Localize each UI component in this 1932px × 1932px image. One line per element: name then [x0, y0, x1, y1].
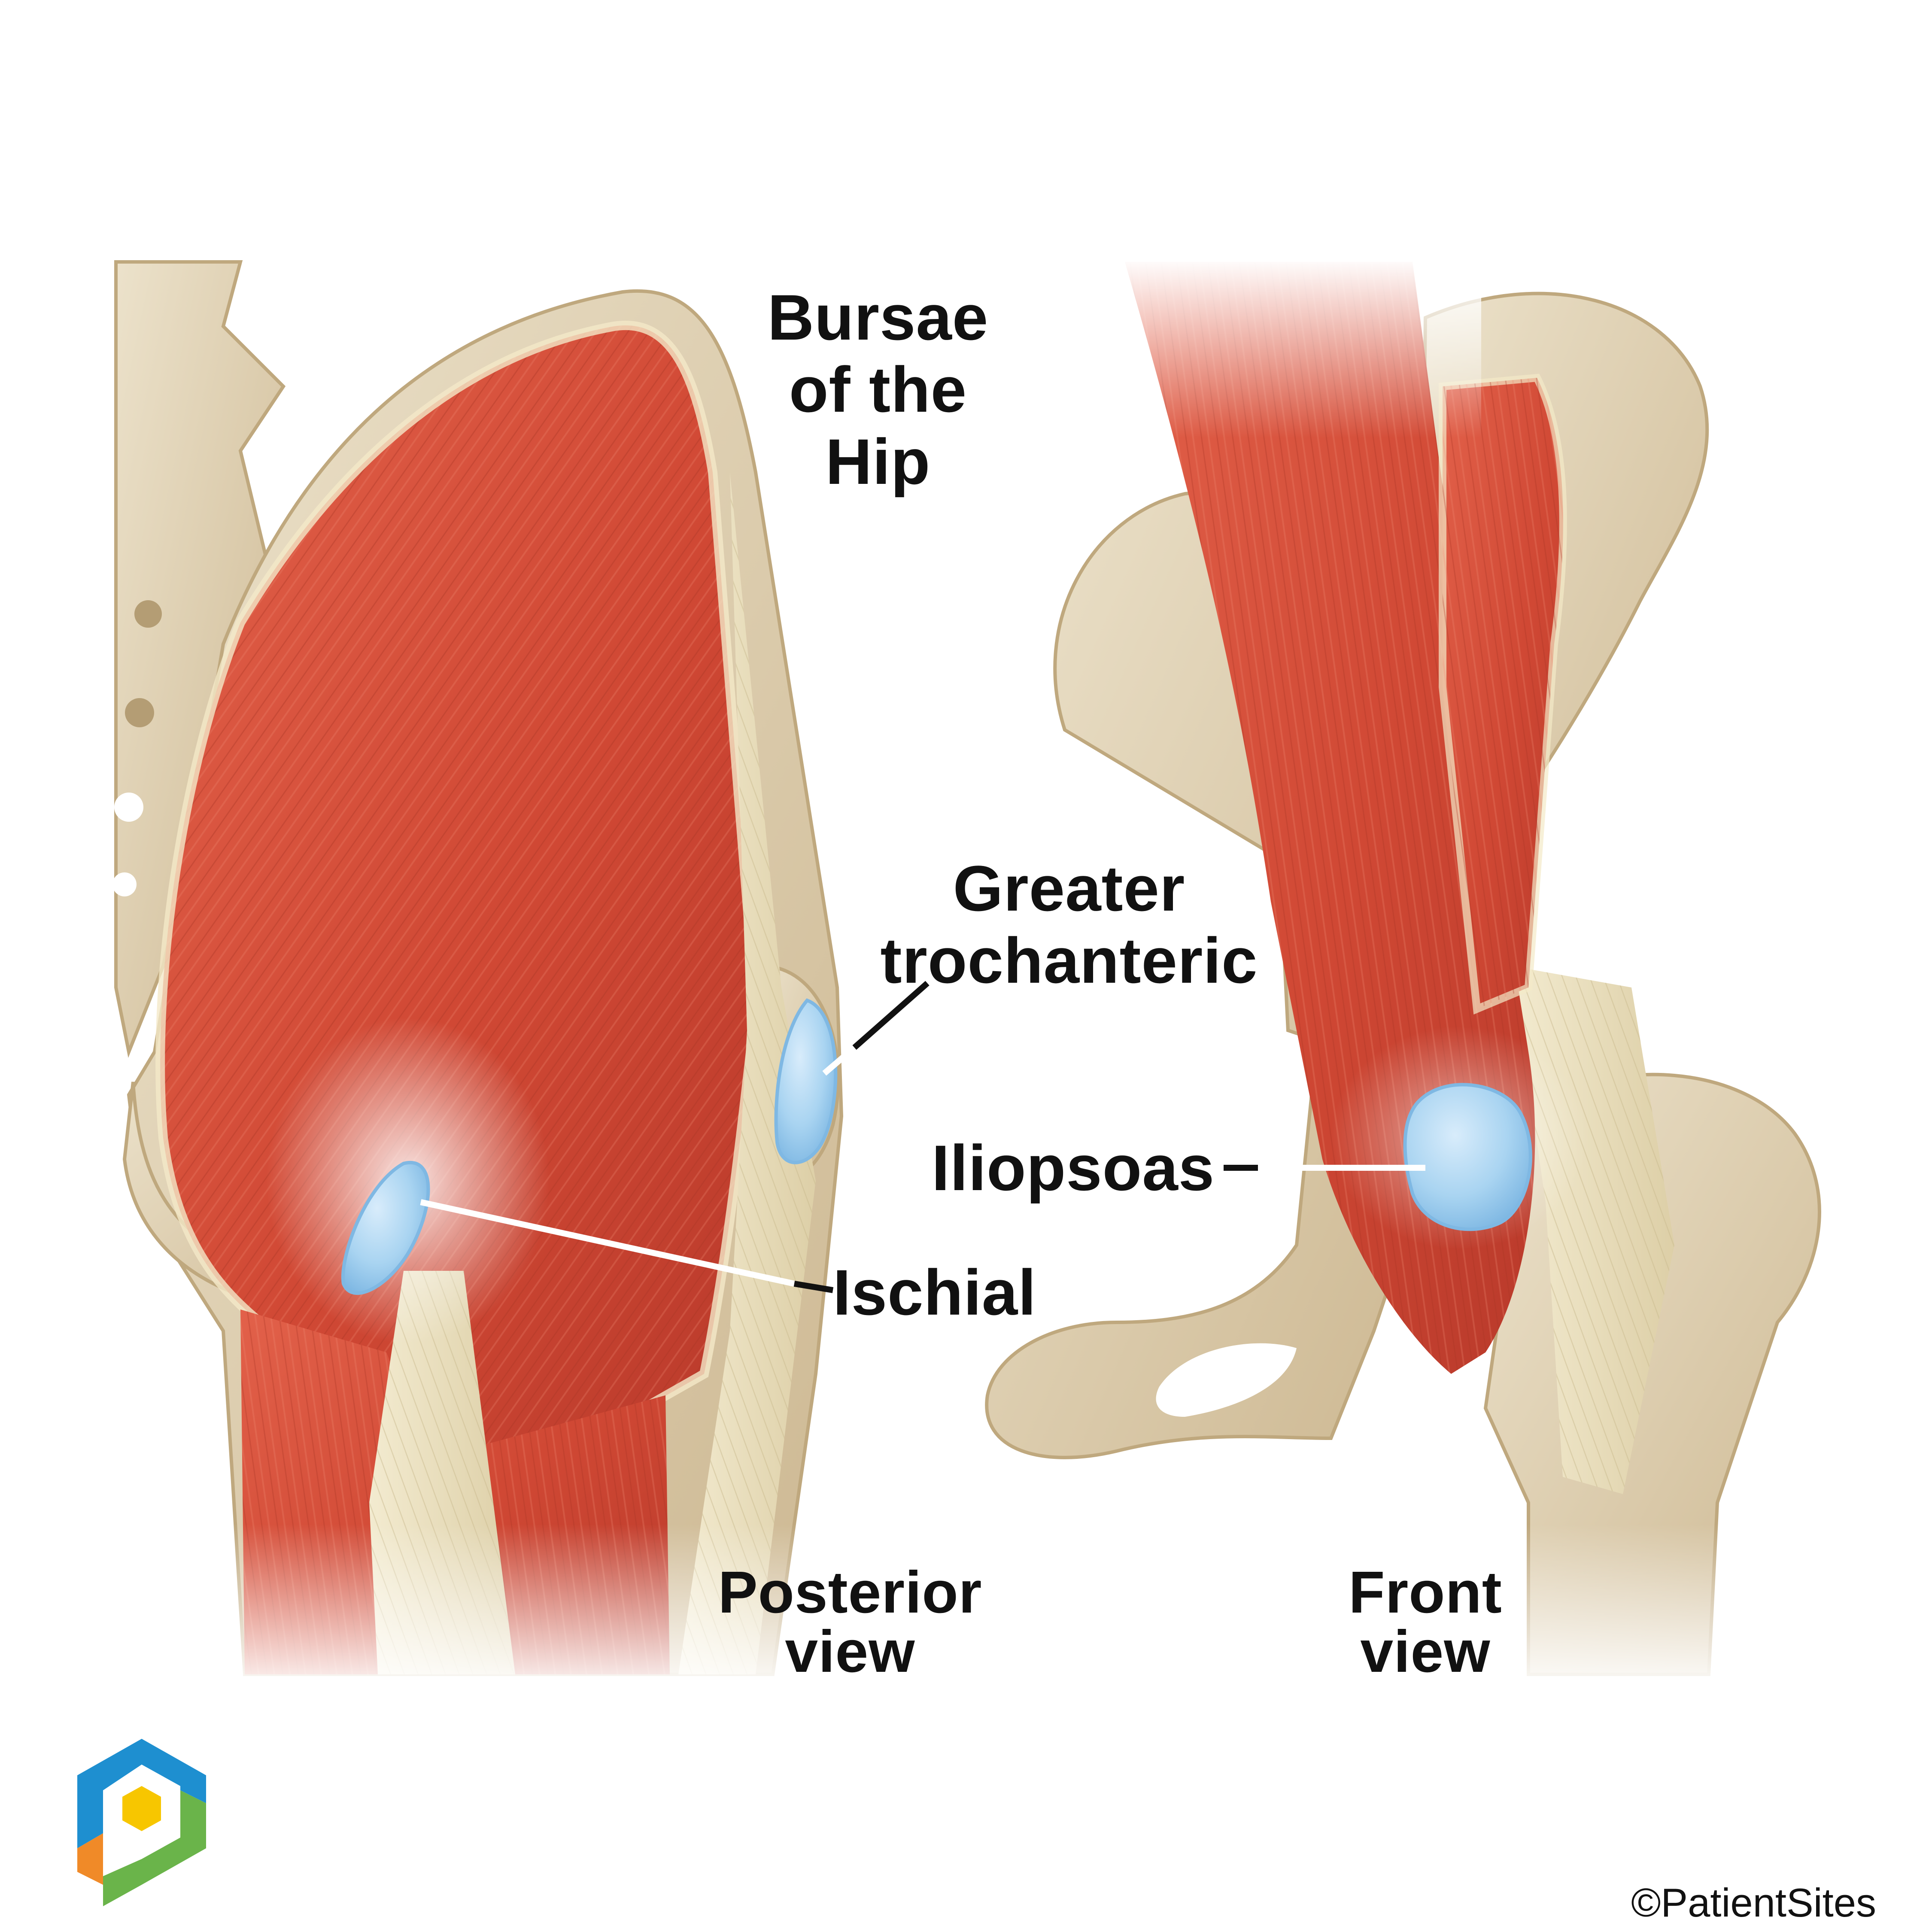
- copyright-notice: ©PatientSites: [1631, 1880, 1876, 1925]
- label-greater-trochanteric: Greater trochanteric: [881, 852, 1258, 996]
- greater-trochanteric-bursa: [774, 998, 838, 1164]
- label-front-view-line-2: view: [1360, 1619, 1491, 1685]
- patientsites-logo-icon: [77, 1739, 206, 1906]
- label-greater-trochanteric-line-1: Greater: [953, 852, 1185, 924]
- label-ischial: Ischial: [833, 1256, 1036, 1328]
- title-line-3: Hip: [825, 425, 931, 498]
- posterior-view-illustration: [107, 260, 859, 1696]
- leader-ischial-black: [793, 1281, 834, 1293]
- label-posterior-view-line-2: view: [785, 1619, 915, 1685]
- leader-greater-trochanteric-white: [822, 1045, 857, 1076]
- front-view-illustration: [985, 258, 1846, 1696]
- label-iliopsoas: Iliopsoas: [932, 1132, 1215, 1204]
- diagram-title: Bursae of the Hip: [768, 281, 989, 498]
- pubic-bone: [985, 491, 1419, 1459]
- leader-greater-trochanteric-black: [852, 981, 930, 1050]
- leader-ischial-white: [420, 1199, 795, 1287]
- label-posterior-view: Posterior view: [718, 1563, 982, 1681]
- label-posterior-view-line-1: Posterior: [718, 1559, 982, 1625]
- ischial-bursa: [341, 1161, 430, 1295]
- label-front-view: Front view: [1349, 1563, 1502, 1681]
- title-line-2: of the: [789, 353, 967, 425]
- leader-lines: [420, 981, 1425, 1293]
- label-greater-trochanteric-line-2: trochanteric: [880, 924, 1258, 996]
- label-front-view-line-1: Front: [1349, 1559, 1502, 1625]
- iliopsoas-bursa: [1403, 1083, 1532, 1231]
- title-line-1: Bursae: [767, 281, 989, 353]
